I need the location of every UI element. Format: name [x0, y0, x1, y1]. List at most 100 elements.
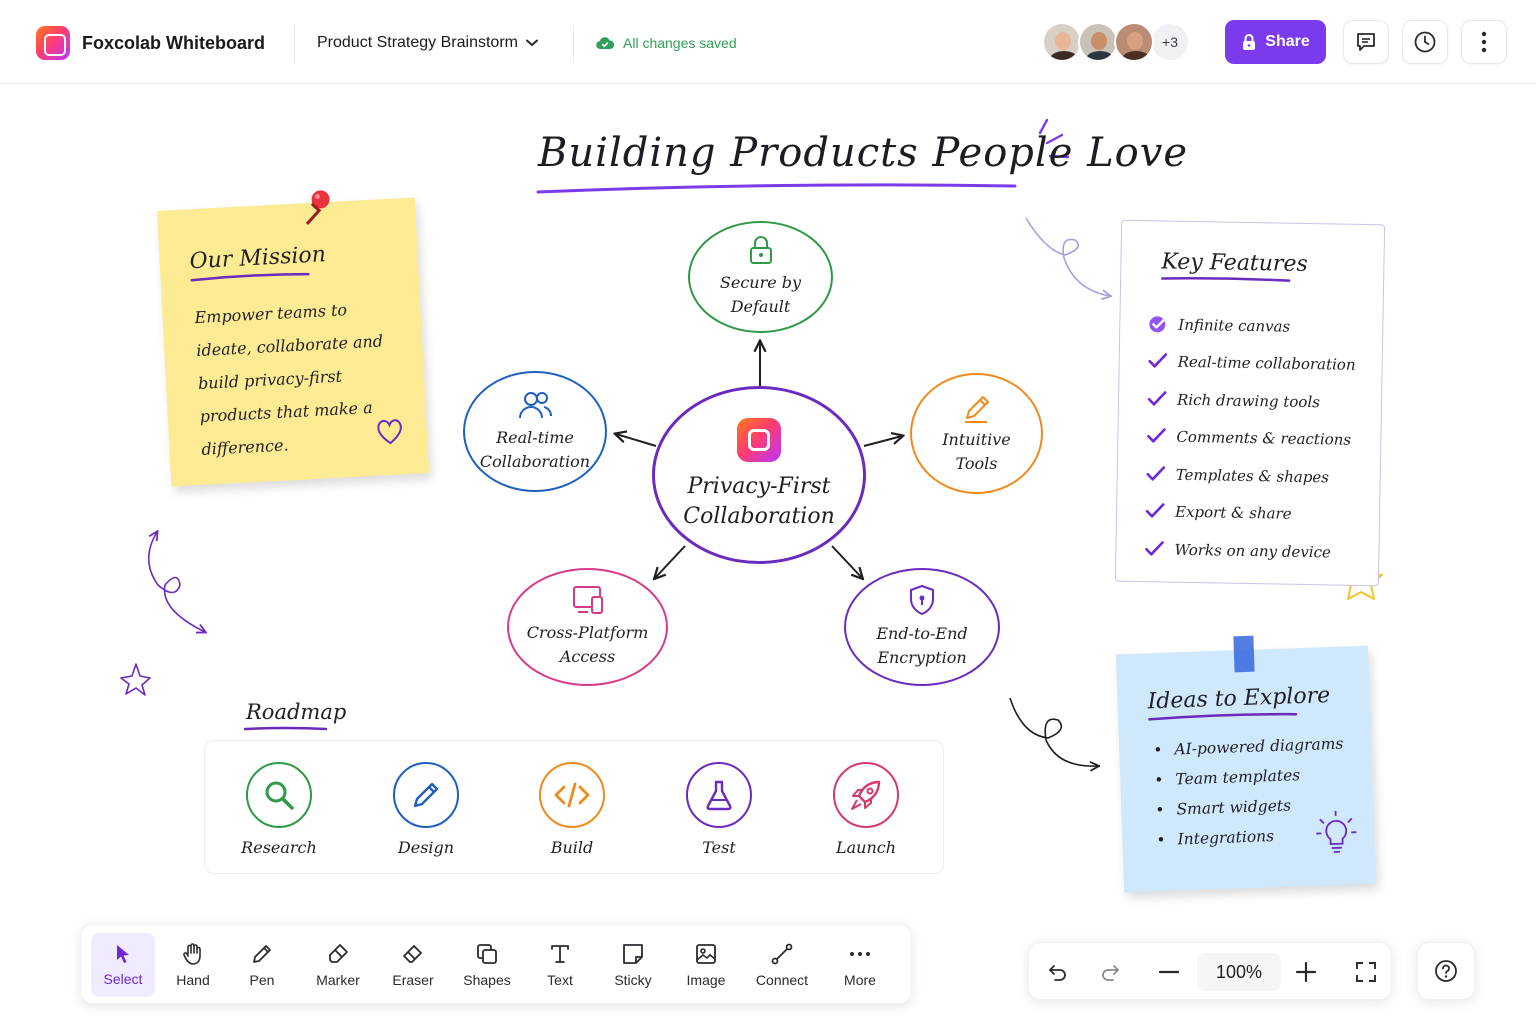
- more-options-button[interactable]: [1461, 20, 1507, 64]
- zoom-level[interactable]: 100%: [1197, 953, 1281, 991]
- app-logo[interactable]: [36, 26, 70, 60]
- tool-more[interactable]: More: [829, 933, 891, 997]
- tool-text[interactable]: Text: [531, 933, 589, 997]
- mindmap-node-intuitive[interactable]: Intuitive Tools: [910, 373, 1043, 494]
- roadmap-title[interactable]: Roadmap: [246, 700, 347, 724]
- loop-arrow: [1025, 217, 1110, 296]
- center-node-line-1: Privacy-First: [687, 474, 831, 499]
- help-icon: [1435, 960, 1457, 982]
- tool-shapes[interactable]: Shapes: [455, 933, 519, 997]
- text-icon: [551, 945, 569, 963]
- roadmap-step-design[interactable]: Design: [371, 762, 481, 857]
- check-icon: [1147, 428, 1166, 443]
- tool-connect[interactable]: Connect: [747, 933, 817, 997]
- feature-label: Rich drawing tools: [1176, 390, 1321, 411]
- fullscreen-button[interactable]: [1341, 943, 1391, 1001]
- avatar[interactable]: [1078, 22, 1118, 62]
- heading-underline: [190, 272, 310, 282]
- cursor-icon: [117, 945, 129, 963]
- tape-strip: [1233, 635, 1255, 673]
- tool-eraser[interactable]: Eraser: [381, 933, 445, 997]
- feature-item: Rich drawing tools: [1147, 380, 1356, 421]
- roadmap-step-test[interactable]: Test: [664, 762, 774, 857]
- step-circle: [246, 762, 312, 828]
- heading-underline: [1161, 277, 1291, 282]
- mission-heading: Our Mission: [189, 242, 327, 275]
- mission-text: Empower teams to ideate, collaborate and…: [194, 300, 384, 459]
- help-button[interactable]: [1417, 942, 1475, 1000]
- users-icon: [519, 391, 552, 418]
- sticky-icon: [623, 944, 643, 964]
- clock-icon: [1414, 31, 1436, 53]
- feature-label: Templates & shapes: [1175, 465, 1330, 487]
- heading-underline: [244, 726, 328, 731]
- code-icon: [554, 782, 590, 808]
- step-circle: [833, 762, 899, 828]
- star-doodle: [120, 663, 151, 696]
- zoom-in-button[interactable]: [1281, 943, 1331, 1001]
- feature-label: Infinite canvas: [1178, 315, 1291, 336]
- share-button[interactable]: Share: [1225, 20, 1326, 64]
- check-icon: [1149, 316, 1168, 333]
- loop-arrow: [147, 532, 205, 632]
- avatar[interactable]: [1042, 22, 1082, 62]
- comment-icon: [1357, 33, 1375, 51]
- feature-item: Templates & shapes: [1145, 455, 1354, 496]
- tool-palette: Select Hand Pen Marker Eraser Shapes Tex…: [80, 924, 912, 1004]
- image-icon: [696, 944, 716, 964]
- more-horizontal-icon: [850, 952, 870, 956]
- feature-label: Export & share: [1174, 502, 1292, 523]
- more-collaborators-badge[interactable]: +3: [1150, 22, 1190, 62]
- step-circle: [393, 762, 459, 828]
- mindmap-node-secure[interactable]: Secure by Default: [688, 221, 833, 333]
- mindmap-node-cross-platform[interactable]: Cross-Platform Access: [507, 568, 668, 686]
- board-title: Product Strategy Brainstorm: [317, 34, 518, 51]
- zoom-out-button[interactable]: [1144, 943, 1194, 1001]
- collaborator-avatars[interactable]: +3: [1042, 22, 1190, 62]
- roadmap-step-launch[interactable]: Launch: [811, 762, 921, 857]
- avatar[interactable]: [1114, 22, 1154, 62]
- app-name: Foxcolab Whiteboard: [82, 33, 266, 53]
- tool-pen[interactable]: Pen: [233, 933, 291, 997]
- pencil-icon: [413, 782, 439, 808]
- history-button[interactable]: [1402, 20, 1448, 64]
- more-vertical-icon: [1481, 31, 1487, 53]
- shield-icon: [910, 585, 934, 615]
- pen-icon: [253, 945, 271, 963]
- check-icon: [1147, 390, 1167, 406]
- mindmap-node-encryption[interactable]: End-to-End Encryption: [844, 568, 1000, 686]
- mindmap-node-realtime[interactable]: Real-time Collaboration: [463, 371, 607, 492]
- feature-label: Works on any device: [1174, 540, 1332, 562]
- roadmap-step-research[interactable]: Research: [224, 762, 334, 857]
- minus-icon: [1159, 970, 1179, 974]
- cloud-check-icon: [596, 37, 614, 50]
- marker-icon: [329, 944, 348, 963]
- tool-sticky[interactable]: Sticky: [601, 933, 665, 997]
- fullscreen-icon: [1356, 962, 1376, 982]
- feature-label: Real-time collaboration: [1177, 352, 1356, 375]
- undo-button[interactable]: [1033, 943, 1083, 1001]
- feature-item: Works on any device: [1144, 530, 1353, 571]
- eraser-icon: [403, 945, 422, 963]
- tool-marker[interactable]: Marker: [305, 933, 371, 997]
- feature-item: Real-time collaboration: [1147, 343, 1356, 384]
- board-heading[interactable]: Building Products People Love: [538, 130, 1188, 176]
- board-title-dropdown[interactable]: Product Strategy Brainstorm: [317, 34, 538, 52]
- chevron-down-icon: [525, 39, 538, 47]
- mindmap-center-node[interactable]: Privacy-First Collaboration: [652, 386, 866, 564]
- step-circle: [539, 762, 605, 828]
- ideas-sticky-note[interactable]: Ideas to Explore AI-powered diagramsTeam…: [1115, 635, 1377, 893]
- heading-underline: [1148, 712, 1298, 721]
- tool-hand[interactable]: Hand: [163, 933, 223, 997]
- comments-button[interactable]: [1343, 20, 1389, 64]
- undo-icon: [1049, 965, 1066, 981]
- redo-button[interactable]: [1085, 943, 1135, 1001]
- mission-sticky-note[interactable]: Our Mission Empower teams to ideate, col…: [156, 190, 430, 487]
- plus-icon: [1296, 962, 1316, 982]
- tool-image[interactable]: Image: [675, 933, 737, 997]
- check-icon: [1145, 503, 1165, 518]
- roadmap-step-build[interactable]: Build: [517, 762, 627, 857]
- tool-select[interactable]: Select: [91, 933, 155, 997]
